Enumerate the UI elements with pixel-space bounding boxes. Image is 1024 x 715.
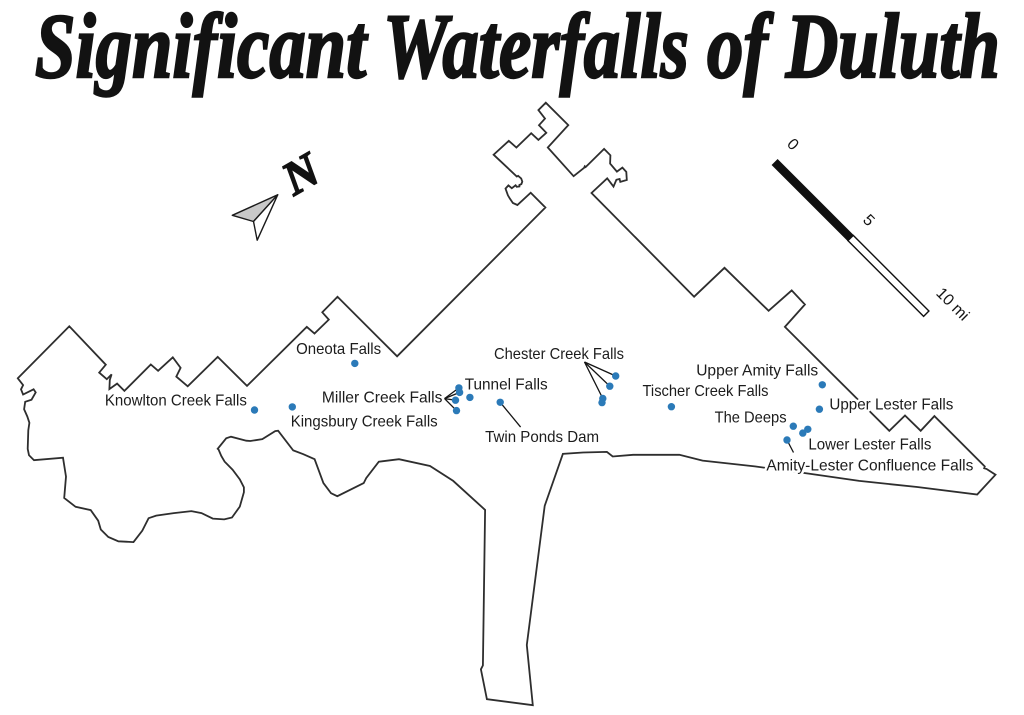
svg-text:0: 0 xyxy=(783,136,801,154)
svg-text:Kingsbury Creek Falls: Kingsbury Creek Falls xyxy=(291,414,438,431)
svg-text:Lower Lester Falls: Lower Lester Falls xyxy=(808,437,931,454)
svg-text:The Deeps: The Deeps xyxy=(715,410,787,427)
svg-text:Knowlton Creek Falls: Knowlton Creek Falls xyxy=(105,392,247,409)
svg-text:Miller Creek Falls: Miller Creek Falls xyxy=(322,389,443,406)
svg-text:Amity-Lester Confluence Falls: Amity-Lester Confluence Falls xyxy=(766,458,973,475)
svg-text:N: N xyxy=(273,142,331,206)
svg-text:10 mi: 10 mi xyxy=(932,285,972,325)
svg-text:Upper Lester Falls: Upper Lester Falls xyxy=(829,397,953,414)
svg-text:Tischer Creek Falls: Tischer Creek Falls xyxy=(643,383,769,400)
svg-text:Chester Creek Falls: Chester Creek Falls xyxy=(494,346,624,363)
svg-text:Twin Ponds Dam: Twin Ponds Dam xyxy=(485,429,599,446)
svg-text:5: 5 xyxy=(859,212,877,230)
svg-text:Oneota Falls: Oneota Falls xyxy=(296,341,381,358)
svg-text:Significant Waterfalls of Dulu: Significant Waterfalls of Duluth xyxy=(35,0,1000,97)
svg-text:Tunnel Falls: Tunnel Falls xyxy=(465,377,548,394)
svg-text:Upper Amity Falls: Upper Amity Falls xyxy=(696,363,818,380)
